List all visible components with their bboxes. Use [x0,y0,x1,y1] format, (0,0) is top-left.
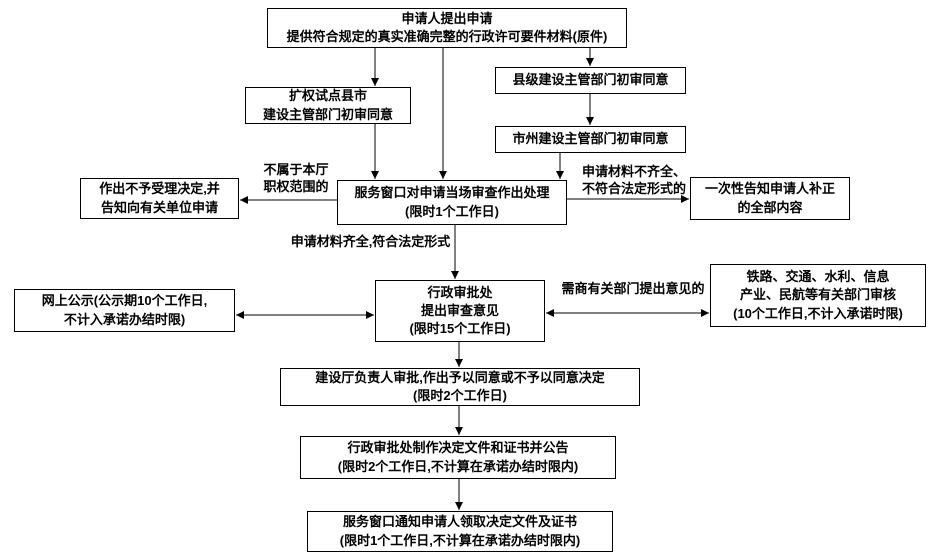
edge-label-complete: 申请材料齐全,符合法定形式 [290,234,451,249]
node-notify-pickup: 服务窗口通知申请人领取决定文件及证书 (限时1个工作日,不计算在承诺办结时限内) [307,511,613,552]
node-reject-decision: 作出不予受理决定,并 告知向有关单位申请 [80,178,239,219]
node-make-documents: 行政审批处制作决定文件和证书并公告 (限时2个工作日,不计算在承诺办结时限内) [300,436,616,479]
node-pilot-county-review: 扩权试点县市 建设主管部门初审同意 [245,87,411,124]
node-city-dept-review: 市州建设主管部门初审同意 [495,126,686,153]
edge-label-consult-needed: 需商有关部门提出意见的 [561,281,705,296]
node-one-time-notify: 一次性告知申请人补正 的全部内容 [690,177,850,220]
node-related-dept-review: 铁路、交通、水利、信息 产业、民航等有关部门审核 (10个工作日,不计入承诺时限… [710,264,926,327]
node-service-window-check: 服务窗口对申请当场审查作出处理 (限时1个工作日) [337,180,567,225]
edge-label-incomplete: 申请材料不齐全、 不符合法定形式的 [581,164,686,196]
node-applicant-submit: 申请人提出申请 提供符合规定的真实准确完整的行政许可要件材料(原件) [267,8,627,48]
node-county-dept-review: 县级建设主管部门初审同意 [495,67,686,94]
edge-label-out-of-scope: 不属于本厅 职权范围的 [263,162,329,194]
node-online-publicity: 网上公示(公示期10个工作日, 不计入承诺办结时限) [14,289,235,332]
node-director-approval: 建设厅负责人审批,作出予以同意或不予以同意决定 (限时2个工作日) [280,368,640,406]
node-approval-office-review: 行政审批处 提出审查意见 (限时15个工作日) [375,280,545,342]
